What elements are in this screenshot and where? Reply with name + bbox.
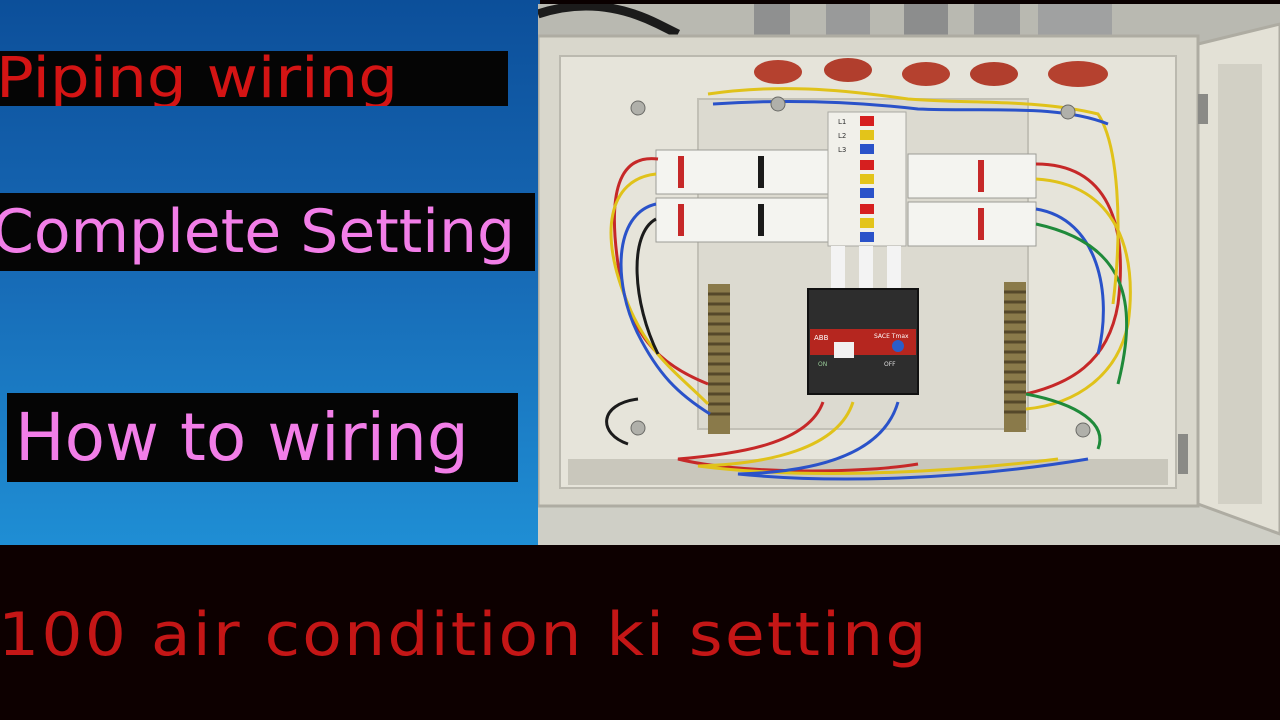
- breaker-on-label: ON: [818, 361, 827, 368]
- caption-bottom-setting: 100 air condition ki setting: [0, 600, 929, 670]
- breaker-brand: ABB: [814, 334, 829, 342]
- main-breaker: ABB SACE Tmax ON OFF: [807, 288, 919, 395]
- terminal-strips: [708, 282, 1026, 434]
- caption-how-to-wiring: How to wiring: [7, 393, 518, 482]
- busbar-label-l2: L2: [838, 132, 846, 140]
- mcb-bank-right: [907, 153, 1037, 247]
- mcb-bank-left: [655, 149, 829, 243]
- caption-complete-setting-text: Complete Setting: [0, 197, 516, 267]
- enclosure-door: [1178, 22, 1280, 536]
- cable-glands: [754, 58, 1108, 87]
- bottom-caption-band: [0, 545, 1280, 720]
- busbar-label-strip: L1 L2 L3: [827, 111, 907, 247]
- caption-complete-setting: Complete Setting: [0, 193, 535, 271]
- caption-piping-wiring: Piping wiring: [0, 51, 508, 106]
- caption-piping-wiring-text: Piping wiring: [0, 51, 399, 106]
- breaker-off-label: OFF: [884, 361, 896, 368]
- busbar-label-l3: L3: [838, 146, 846, 154]
- mounting-bolts: [630, 96, 1091, 438]
- wiring: [605, 87, 1132, 481]
- caption-how-to-wiring-text: How to wiring: [15, 398, 469, 476]
- busbar-label-l1: L1: [838, 118, 846, 126]
- blue-background-panel: Piping wiring Complete Setting How to wi…: [0, 0, 540, 545]
- breaker-model: SACE Tmax: [874, 333, 909, 340]
- distribution-board-photo: L1 L2 L3 ABB SACE Tmax ON OFF: [538, 4, 1280, 545]
